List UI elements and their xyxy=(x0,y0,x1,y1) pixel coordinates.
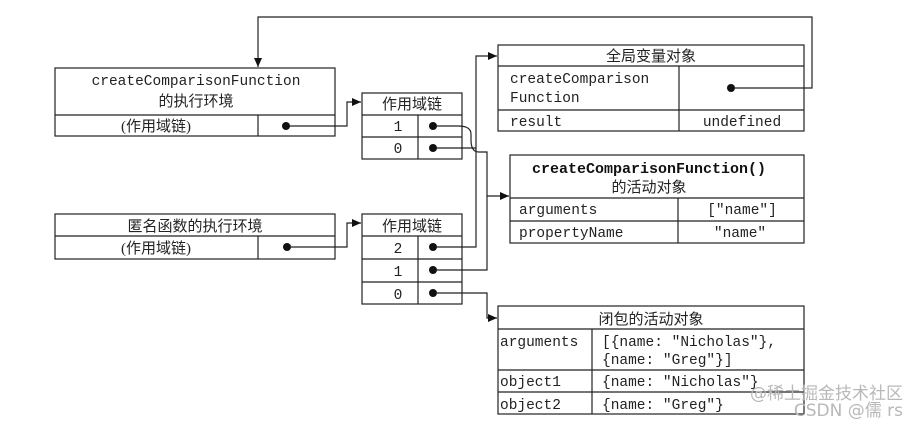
anon-scope-2-dot xyxy=(429,243,437,251)
closure-activation-title: 闭包的活动对象 xyxy=(598,311,703,328)
outer-activation-propertyname-key: propertyName xyxy=(519,226,623,242)
anon-scope-chain-row-2: 2 xyxy=(394,242,403,258)
arrow-anon-scope1-to-activation xyxy=(437,196,488,271)
global-result-key: result xyxy=(510,115,562,131)
outer-activation-object-box: createComparisonFunction() 的活动对象 argumen… xyxy=(509,154,805,244)
closure-arguments-key: arguments xyxy=(500,335,578,351)
arrow-anon-env-to-scope xyxy=(291,219,361,248)
outer-activation-title-line1: createComparisonFunction() xyxy=(532,161,766,178)
watermark: @稀土掘金技术社区 CSDN @儒 rs xyxy=(750,384,903,421)
outer-scope-chain-title: 作用域链 xyxy=(382,96,442,113)
anon-scope-chain-row-1: 1 xyxy=(394,265,403,281)
anon-exec-env-title: 匿名函数的执行环境 xyxy=(127,217,262,235)
outer-exec-env-title-line1: createComparisonFunction xyxy=(92,74,301,90)
anon-scope-0-dot xyxy=(429,289,437,297)
outer-scope-0-dot xyxy=(429,144,437,152)
outer-activation-propertyname-value: "name" xyxy=(714,226,766,242)
closure-activation-object-box: 闭包的活动对象 arguments [{name: "Nicholas"}, {… xyxy=(497,305,805,415)
closure-object1-key: object1 xyxy=(500,375,561,391)
outer-activation-arguments-value: ["name"] xyxy=(707,203,777,219)
anon-exec-env-box: 匿名函数的执行环境 (作用域链) xyxy=(54,213,336,260)
anon-scope-chain-box: 作用域链 2 1 0 xyxy=(361,213,463,305)
global-key-line1: createComparison xyxy=(510,72,649,88)
anon-exec-env-scope-label: (作用域链) xyxy=(121,240,191,257)
watermark-line1: @稀土掘金技术社区 xyxy=(750,384,903,404)
anon-scope-chain-title: 作用域链 xyxy=(382,218,442,235)
global-key-line2: Function xyxy=(510,91,580,107)
outer-exec-env-pointer-dot xyxy=(282,122,290,130)
outer-scope-chain-row-0: 0 xyxy=(394,142,403,158)
outer-scope-chain-row-1: 1 xyxy=(394,120,403,136)
global-result-value: undefined xyxy=(703,115,781,131)
outer-exec-env-title-line2: 的执行环境 xyxy=(158,92,233,110)
arrow-outer-scope1-to-activation xyxy=(437,125,472,140)
watermark-line2: CSDN @儒 rs xyxy=(794,401,903,421)
arrow-outer-scope0-to-global xyxy=(437,52,497,149)
closure-arguments-value-line1: [{name: "Nicholas"}, xyxy=(602,335,776,351)
outer-activation-arguments-key: arguments xyxy=(519,203,597,219)
arrow-global-function-to-outer-env xyxy=(254,16,813,89)
arrow-anon-scope2-to-global xyxy=(437,148,477,248)
anon-exec-env-pointer-dot xyxy=(283,243,291,251)
outer-exec-env-box: createComparisonFunction 的执行环境 (作用域链) xyxy=(54,67,336,137)
outer-exec-env-scope-label: (作用域链) xyxy=(121,118,191,135)
closure-arguments-value-line2: {name: "Greg"}] xyxy=(602,353,733,369)
arrow-hop xyxy=(470,139,509,200)
outer-scope-1-dot xyxy=(429,122,437,130)
closure-object2-key: object2 xyxy=(500,398,561,414)
closure-object2-value: {name: "Greg"} xyxy=(602,398,724,414)
outer-activation-title-line2: 的活动对象 xyxy=(611,179,686,196)
arrow-outer-env-to-scope xyxy=(290,98,361,127)
anon-scope-1-dot xyxy=(429,266,437,274)
arrow-anon-scope0-to-closure xyxy=(437,292,497,322)
closure-object1-value: {name: "Nicholas"} xyxy=(602,375,759,391)
global-variable-object-title: 全局变量对象 xyxy=(606,47,696,65)
anon-scope-chain-row-0: 0 xyxy=(394,288,403,304)
global-function-pointer-dot xyxy=(727,84,735,92)
